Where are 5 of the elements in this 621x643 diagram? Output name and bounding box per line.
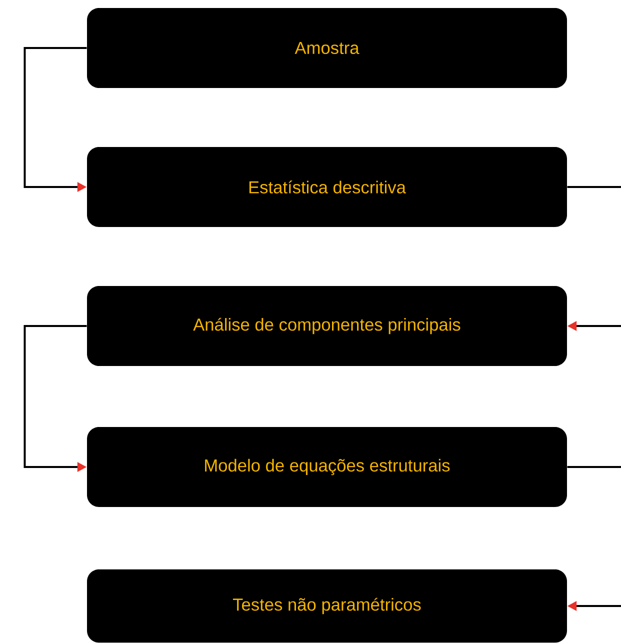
process-box: Testes não paramétricos bbox=[87, 569, 567, 643]
process-box: Amostra bbox=[87, 8, 567, 88]
process-box: Modelo de equações estruturais bbox=[87, 427, 567, 507]
process-box: Análise de componentes principais bbox=[87, 286, 567, 366]
process-box: Estatística descritiva bbox=[87, 147, 567, 227]
